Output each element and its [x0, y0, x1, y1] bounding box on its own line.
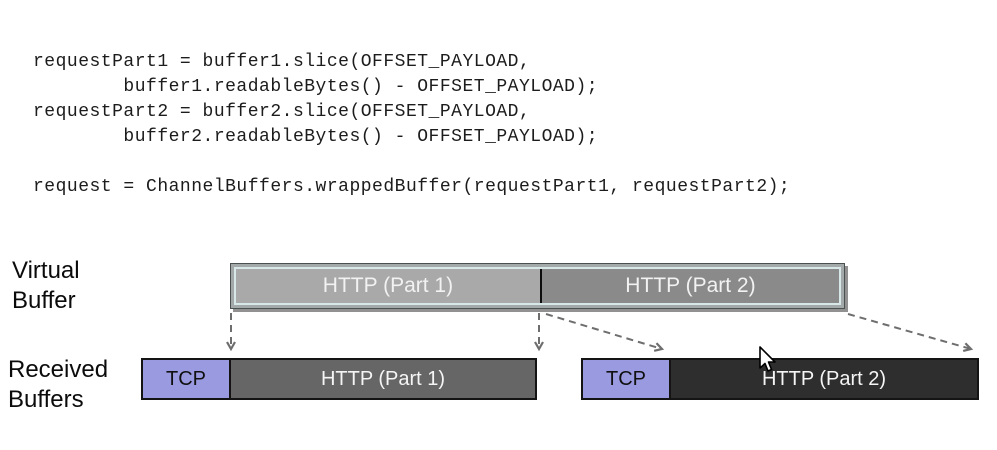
- virtual-buffer-frame: HTTP (Part 1) HTTP (Part 2): [234, 267, 841, 305]
- received-buffer-2-tcp-segment: TCP: [583, 360, 671, 398]
- code-block: requestPart1 = buffer1.slice(OFFSET_PAYL…: [33, 52, 791, 197]
- received-buffer-1: TCP HTTP (Part 1): [141, 358, 537, 400]
- received-buffer-2-http-segment: HTTP (Part 2): [671, 360, 977, 398]
- virtual-buffer-divider: [539, 269, 542, 303]
- received-buffer-1-http-segment: HTTP (Part 1): [231, 360, 535, 398]
- virtual-buffer-bar: HTTP (Part 1) HTTP (Part 2): [230, 263, 845, 309]
- virtual-buffer-label: Virtual Buffer: [12, 257, 80, 314]
- received-buffers-label: Received Buffers: [8, 356, 109, 413]
- received-buffer-1-tcp-segment: TCP: [143, 360, 231, 398]
- virtual-buffer-segment-part2: HTTP (Part 2): [541, 269, 839, 303]
- received-buffer-2: TCP HTTP (Part 2): [581, 358, 979, 400]
- virtual-buffer-segment-part1: HTTP (Part 1): [236, 269, 540, 303]
